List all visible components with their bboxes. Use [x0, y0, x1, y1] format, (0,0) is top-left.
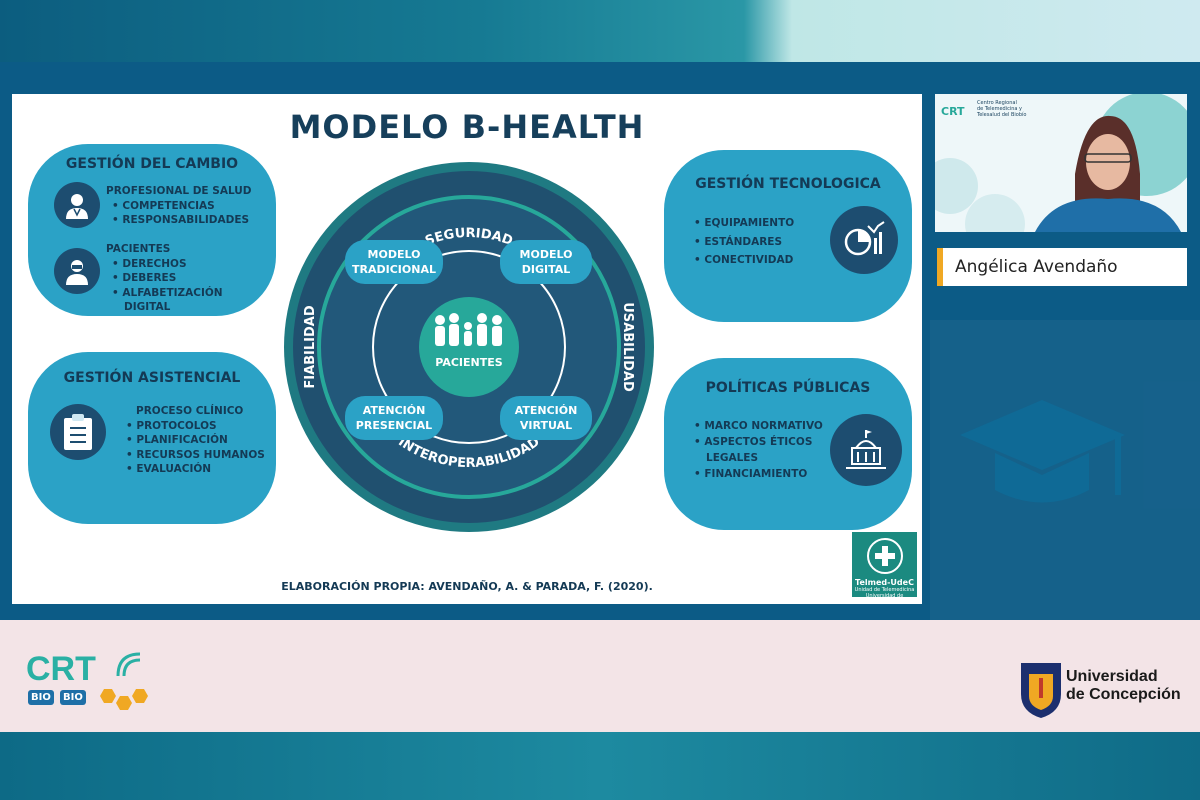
- list-item: FINANCIAMIENTO: [694, 466, 823, 482]
- list-heading: PACIENTES: [106, 243, 171, 255]
- crt-bio-badge: BIO: [60, 690, 86, 705]
- bottom-background-band: [0, 732, 1200, 800]
- list-item: DIGITAL: [124, 301, 171, 313]
- panel-title: GESTIÓN ASISTENCIAL: [63, 370, 241, 386]
- list-item: DEBERES: [106, 271, 223, 286]
- svg-text:MODELO: MODELO: [368, 248, 421, 261]
- graduation-cap-icon: [960, 400, 1125, 503]
- telmed-subtitle: Unidad de Telemedicina Universidad de Co…: [854, 587, 915, 605]
- b-health-circle-diagram: SEGURIDAD INTEROPERABILIDAD FIABILIDAD U…: [284, 162, 654, 532]
- speaker-video-feed: CRT Centro Regional de Telemedicina y Te…: [935, 94, 1187, 232]
- udec-shield-icon: [1021, 663, 1061, 718]
- list-item: COMPETENCIAS: [106, 199, 252, 214]
- hexagon-cluster-icon: [100, 689, 148, 710]
- panel-gestion-asistencial: GESTIÓN ASISTENCIAL PROCESO CLÍNICO PROT…: [28, 352, 276, 524]
- doctor-icon: [54, 182, 100, 228]
- label-fiabilidad-text: FIABILIDAD: [303, 305, 318, 388]
- list-item: RESPONSABILIDADES: [106, 213, 252, 228]
- patient-icon: [54, 248, 100, 294]
- government-building-icon: [830, 414, 902, 486]
- panel-gestion-cambio: GESTIÓN DEL CAMBIO PROFESIONAL DE SALUD …: [28, 144, 276, 316]
- crt-bio-badge: BIO: [28, 690, 54, 705]
- list-heading: PROFESIONAL DE SALUD: [106, 185, 252, 197]
- label-seguridad: SEGURIDAD: [423, 226, 515, 249]
- webcam-org-line: Telesalud del Biobío: [977, 112, 1027, 118]
- panel-title: GESTIÓN TECNOLOGICA: [695, 176, 881, 192]
- webcam-org-line: de Telemedicina y: [977, 106, 1023, 112]
- list-item: ASPECTOS ÉTICOS: [694, 434, 823, 450]
- list-item: RECURSOS HUMANOS: [122, 448, 264, 463]
- udec-line: Universidad: [1066, 668, 1158, 685]
- svg-text:VIRTUAL: VIRTUAL: [520, 419, 572, 432]
- list-item: PROTOCOLOS: [122, 419, 265, 434]
- webcam-crt-logo: CRT Centro Regional de Telemedicina y Te…: [941, 100, 1041, 126]
- list-item: LEGALES: [706, 452, 759, 464]
- panel-gestion-tecnologica: GESTIÓN TECNOLOGICA EQUIPAMIENTO ESTÁNDA…: [664, 150, 912, 322]
- speaker-name-label: Angélica Avendaño: [937, 248, 1187, 286]
- pacientes-label: PACIENTES: [435, 356, 502, 369]
- svg-text:MODELO: MODELO: [520, 248, 573, 261]
- top-background-band: [0, 0, 1200, 62]
- pill-atencion-presencial: ATENCIÓN PRESENCIAL: [345, 396, 443, 440]
- list-item: MARCO NORMATIVO: [694, 418, 822, 434]
- universidad-concepcion-logo: [1016, 660, 1186, 724]
- proceso-clinico-list: PROCESO CLÍNICO PROTOCOLOS PLANIFICACIÓN…: [122, 404, 265, 477]
- family-icon: [435, 313, 502, 346]
- crt-logo-text: CRT: [26, 650, 96, 688]
- crt-biobio-logo: CRT BIO BIO: [26, 650, 156, 720]
- analytics-chart-icon: [830, 206, 898, 274]
- telmed-name: Telmed-UdeC: [855, 578, 914, 587]
- presentation-slide: MODELO B-HEALTH GESTIÓN DEL CAMBIO PROFE…: [12, 94, 922, 605]
- slide-title: MODELO B-HEALTH: [289, 108, 645, 146]
- list-heading: PROCESO CLÍNICO: [136, 405, 244, 417]
- telmed-udec-logo: Telmed-UdeC Unidad de Telemedicina Unive…: [852, 532, 917, 605]
- list-item: DERECHOS: [106, 257, 223, 272]
- svg-text:PRESENCIAL: PRESENCIAL: [356, 419, 432, 432]
- telmed-emblem-icon: [866, 538, 903, 574]
- tecnologica-list: EQUIPAMIENTO ESTÁNDARES CONECTIVIDAD: [694, 214, 794, 270]
- svg-text:ATENCIÓN: ATENCIÓN: [515, 404, 578, 417]
- profesional-list: PROFESIONAL DE SALUD COMPETENCIAS RESPON…: [106, 184, 252, 228]
- panel-title: GESTIÓN DEL CAMBIO: [65, 156, 239, 172]
- list-item: EQUIPAMIENTO: [694, 214, 794, 233]
- svg-text:DIGITAL: DIGITAL: [522, 263, 571, 276]
- webcam-brand: CRT: [941, 105, 965, 118]
- center-guide-circle: [372, 250, 566, 444]
- svg-text:ATENCIÓN: ATENCIÓN: [363, 404, 426, 417]
- webcam-org-line: Centro Regional: [977, 100, 1017, 106]
- footer-strip: [0, 620, 1200, 732]
- speaker-shirt: [1035, 198, 1181, 232]
- list-item: PLANIFICACIÓN: [122, 433, 265, 448]
- list-item: EVALUACIÓN: [122, 462, 265, 477]
- pacientes-center: [419, 297, 519, 397]
- label-usabilidad-text: USABILIDAD: [620, 302, 635, 392]
- list-item: ESTÁNDARES: [694, 233, 794, 252]
- slide-source-citation: ELABORACIÓN PROPIA: AVENDAÑO, A. & PARAD…: [281, 580, 653, 593]
- pacientes-list: PACIENTES DERECHOS DEBERES ALFABETIZACIÓ…: [106, 242, 223, 315]
- panel-title: POLÍTICAS PÚBLICAS: [705, 380, 871, 396]
- list-item: CONECTIVIDAD: [694, 251, 794, 270]
- udec-wordmark: Universidad de Concepción: [1066, 668, 1181, 704]
- pill-modelo-digital: MODELO DIGITAL: [500, 240, 592, 284]
- pill-modelo-tradicional: MODELO TRADICIONAL: [345, 240, 443, 284]
- wifi-signal-icon: [116, 652, 141, 677]
- svg-text:TRADICIONAL: TRADICIONAL: [352, 263, 436, 276]
- clipboard-icon: [50, 404, 106, 460]
- panel-politicas-publicas: POLÍTICAS PÚBLICAS MARCO NORMATIVO ASPEC…: [664, 358, 912, 530]
- politicas-list: MARCO NORMATIVO ASPECTOS ÉTICOS LEGALES …: [694, 418, 823, 482]
- pill-atencion-virtual: ATENCIÓN VIRTUAL: [500, 396, 592, 440]
- list-item: ALFABETIZACIÓN: [106, 286, 222, 301]
- udec-line: de Concepción: [1066, 686, 1181, 703]
